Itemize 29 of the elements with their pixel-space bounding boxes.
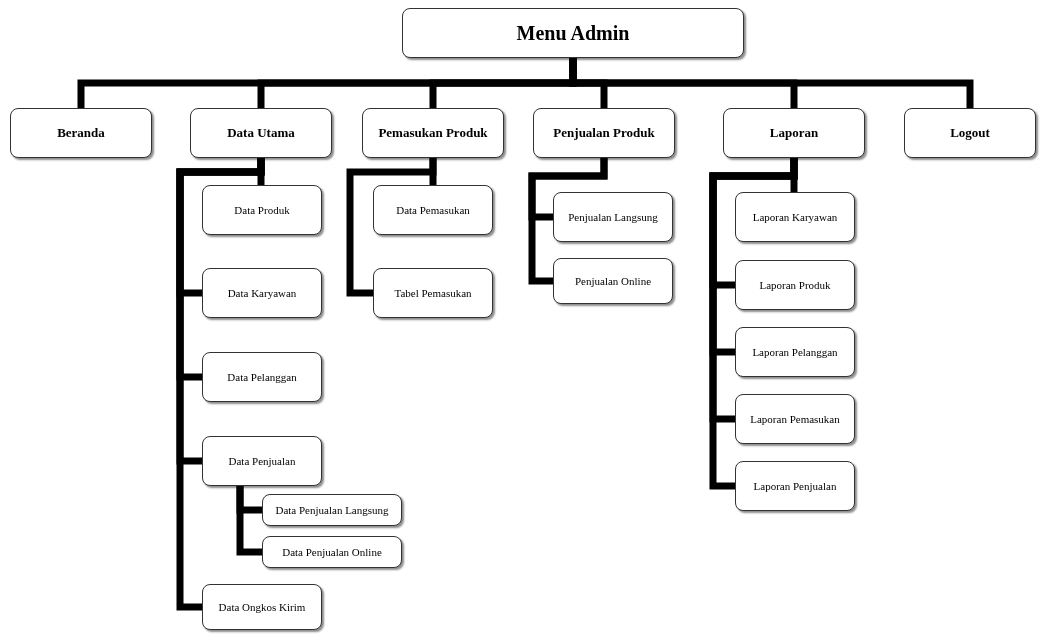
menu-box: Laporan Produk xyxy=(735,260,855,310)
menu-box: Data Ongkos Kirim xyxy=(202,584,322,630)
connector-line xyxy=(176,158,265,611)
menu-box: Data Karyawan xyxy=(202,268,322,318)
menu-box: Data Pelanggan xyxy=(202,352,322,402)
menu-box: Penjualan Online xyxy=(553,258,673,304)
menu-box: Data Utama xyxy=(190,108,332,158)
menu-box: Pemasukan Produk xyxy=(362,108,504,158)
menu-box: Data Penjualan Online xyxy=(262,536,402,568)
connector-line xyxy=(569,58,974,108)
menu-box: Laporan Pelanggan xyxy=(735,327,855,377)
menu-box: Tabel Pemasukan xyxy=(373,268,493,318)
menu-box: Data Penjualan Langsung xyxy=(262,494,402,526)
connector-line xyxy=(236,486,262,556)
menu-box: Data Pemasukan xyxy=(373,185,493,235)
menu-box: Laporan Penjualan xyxy=(735,461,855,511)
menu-box: Beranda xyxy=(10,108,152,158)
menu-box: Laporan Pemasukan xyxy=(735,394,855,444)
menu-box: Laporan Karyawan xyxy=(735,192,855,242)
connector-line xyxy=(709,158,798,490)
menu-box: Data Penjualan xyxy=(202,436,322,486)
menu-box: Logout xyxy=(904,108,1036,158)
menu-box: Menu Admin xyxy=(402,8,744,58)
menu-box: Data Produk xyxy=(202,185,322,235)
connector-line xyxy=(346,158,437,297)
menu-box: Penjualan Produk xyxy=(533,108,675,158)
menu-box: Penjualan Langsung xyxy=(553,192,673,242)
connector-line xyxy=(528,158,608,285)
menu-box: Laporan xyxy=(723,108,865,158)
